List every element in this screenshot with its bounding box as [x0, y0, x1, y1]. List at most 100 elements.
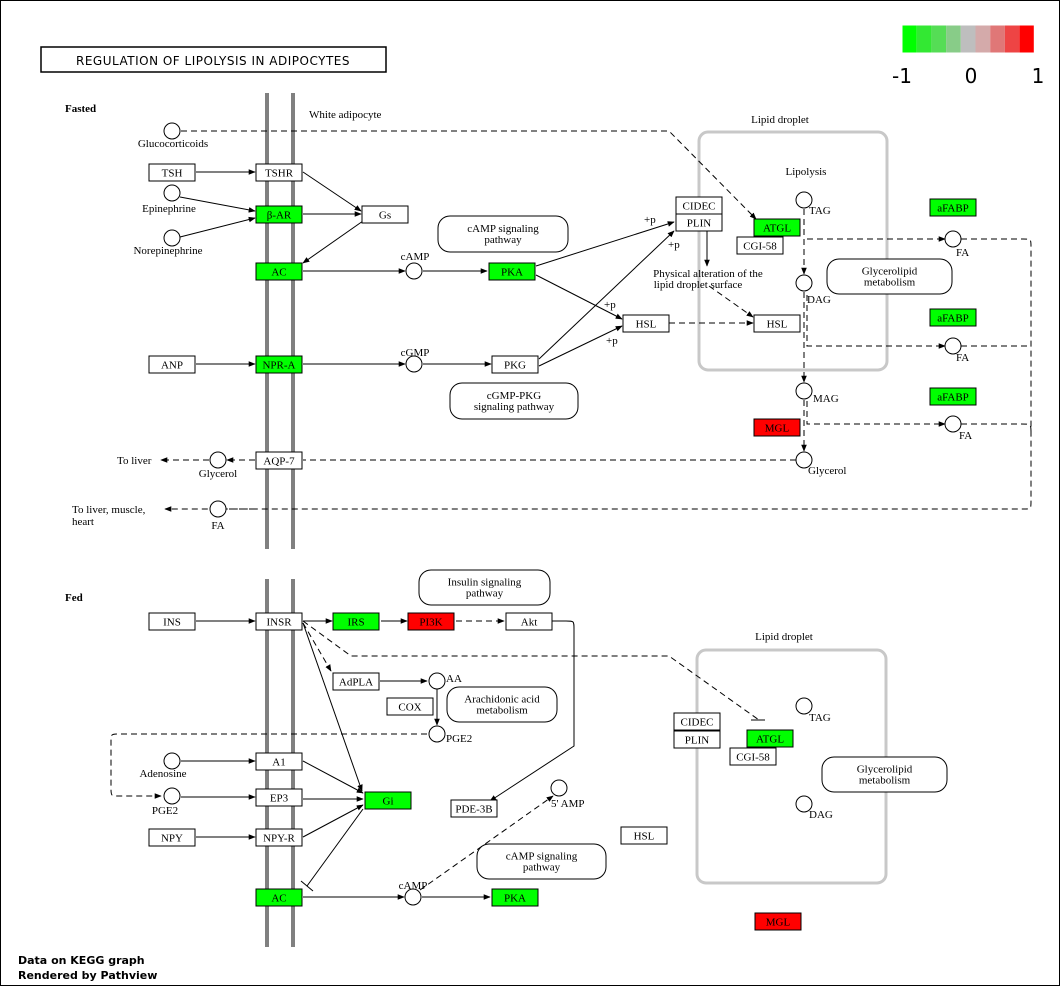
compound-amp5[interactable]: 5' AMP — [550, 779, 584, 810]
compound-glycerol-in[interactable]: Glycerol — [795, 451, 846, 477]
gene-insr[interactable]: INSR — [255, 612, 303, 631]
gene-npyr[interactable]: NPY-R — [255, 828, 303, 847]
gene-hsl3[interactable]: HSL — [620, 826, 668, 845]
gene-ac2[interactable]: AC — [255, 888, 303, 907]
gene-label: AC — [271, 893, 286, 905]
gene-a1[interactable]: A1 — [255, 752, 303, 771]
compound-tag1[interactable]: TAG — [795, 191, 831, 217]
gene-pkg[interactable]: PKG — [491, 355, 539, 374]
compound-label: FA — [956, 352, 969, 364]
gene-atgl1[interactable]: ATGL — [753, 218, 801, 237]
gene-cgi1[interactable]: CGI-58 — [736, 236, 784, 255]
gene-label: NPY — [161, 833, 183, 845]
gene-ac1[interactable]: AC — [255, 262, 303, 281]
compound-nodes: GlucocorticoidsEpinephrineNorepinephrine… — [133, 122, 972, 906]
gene-label: aFABP — [937, 313, 969, 325]
gene-cidec2[interactable]: CIDEC — [673, 712, 721, 731]
lipid-droplet-bottom-label: Lipid droplet — [755, 631, 813, 643]
gene-cidec1[interactable]: CIDEC — [675, 196, 723, 215]
gene-afabp2[interactable]: aFABP — [929, 308, 977, 327]
compound-pge2-1[interactable]: PGE2 — [428, 725, 472, 745]
gene-pka1[interactable]: PKA — [488, 262, 536, 281]
compound-fa3[interactable]: FA — [944, 415, 972, 442]
gene-pka2[interactable]: PKA — [491, 888, 539, 907]
compound-camp2[interactable]: cAMP — [399, 880, 428, 906]
lipid-droplet-top — [697, 130, 889, 372]
gene-mgl2[interactable]: MGL — [754, 912, 802, 931]
section-fed: Fed — [65, 592, 83, 604]
gene-npra[interactable]: NPR-A — [255, 355, 303, 374]
edges — [110, 130, 1032, 900]
gene-plin2[interactable]: PLIN — [673, 730, 721, 749]
gene-label: AC — [271, 267, 286, 279]
legend-swatch — [1004, 25, 1020, 53]
compound-label: PGE2 — [152, 805, 178, 817]
compound-label: Adenosine — [139, 768, 186, 780]
gene-label: A1 — [272, 757, 285, 769]
gene-gs[interactable]: Gs — [361, 205, 409, 224]
gene-gi[interactable]: Gi — [364, 791, 412, 810]
lipid-droplet-top-label: Lipid droplet — [751, 114, 809, 126]
legend-swatch — [960, 25, 976, 53]
gene-irs[interactable]: IRS — [332, 612, 380, 631]
gene-ins[interactable]: INS — [148, 612, 196, 631]
gene-npy[interactable]: NPY — [148, 828, 196, 847]
compound-aa[interactable]: AA — [428, 672, 462, 690]
gene-afabp3[interactable]: aFABP — [929, 387, 977, 406]
compound-norepinephrine[interactable]: Norepinephrine — [133, 229, 203, 257]
gene-plin1[interactable]: PLIN — [675, 213, 723, 232]
compound-fa-out[interactable]: FA — [209, 500, 227, 532]
pathway-label: metabolism — [476, 705, 528, 717]
footer-line-2: Rendered by Pathview — [18, 969, 157, 982]
compound-mag[interactable]: MAG — [795, 382, 839, 405]
pathway-label: Glycerolipid — [862, 266, 918, 278]
pathway-label: cAMP signaling — [506, 851, 578, 863]
gene-adpla[interactable]: AdPLA — [332, 672, 380, 691]
compound-fa1[interactable]: FA — [944, 230, 969, 259]
gene-akt[interactable]: Akt — [505, 612, 553, 631]
compound-glucocorticoids[interactable]: Glucocorticoids — [138, 122, 208, 150]
compound-tag2[interactable]: TAG — [795, 697, 831, 724]
compound-camp1[interactable]: cAMP — [401, 251, 430, 280]
compound-pge2-2[interactable]: PGE2 — [152, 787, 181, 817]
gene-bar[interactable]: β-AR — [255, 205, 303, 224]
compound-epinephrine[interactable]: Epinephrine — [142, 184, 196, 215]
phospho-label: +p — [606, 335, 618, 347]
compound-cgmp[interactable]: cGMP — [401, 347, 430, 373]
gene-hsl1[interactable]: HSL — [622, 314, 670, 333]
compound-fa2[interactable]: FA — [944, 337, 969, 364]
gene-aqp7[interactable]: AQP-7 — [255, 451, 303, 470]
gene-pde3b[interactable]: PDE-3B — [450, 799, 498, 818]
pathway-label: Glycerolipid — [857, 764, 913, 776]
gene-afabp1[interactable]: aFABP — [929, 198, 977, 217]
compound-label: MAG — [813, 393, 839, 405]
gene-label: INSR — [266, 617, 292, 629]
gene-cgi2[interactable]: CGI-58 — [729, 747, 777, 766]
compound-dag2[interactable]: DAG — [795, 795, 833, 821]
gene-anp[interactable]: ANP — [148, 355, 196, 374]
compound-label: FA — [959, 430, 972, 442]
pathway-label: cAMP signaling — [467, 223, 539, 235]
compound-adenosine[interactable]: Adenosine — [139, 752, 187, 780]
gene-atgl2[interactable]: ATGL — [746, 729, 794, 748]
gene-label: CGI-58 — [736, 752, 770, 764]
compound-glycerol-out[interactable]: Glycerol — [199, 451, 237, 480]
gene-ep3[interactable]: EP3 — [255, 788, 303, 807]
gene-hsl2[interactable]: HSL — [753, 314, 801, 333]
gene-cox[interactable]: COX — [386, 697, 434, 716]
gene-mgl1[interactable]: MGL — [753, 418, 801, 437]
gene-tshr[interactable]: TSHR — [255, 163, 303, 182]
gene-pi3k[interactable]: PI3K — [407, 612, 455, 631]
compound-dag1[interactable]: DAG — [795, 274, 831, 306]
gene-label: Akt — [521, 617, 538, 629]
gene-tsh[interactable]: TSH — [148, 163, 196, 182]
